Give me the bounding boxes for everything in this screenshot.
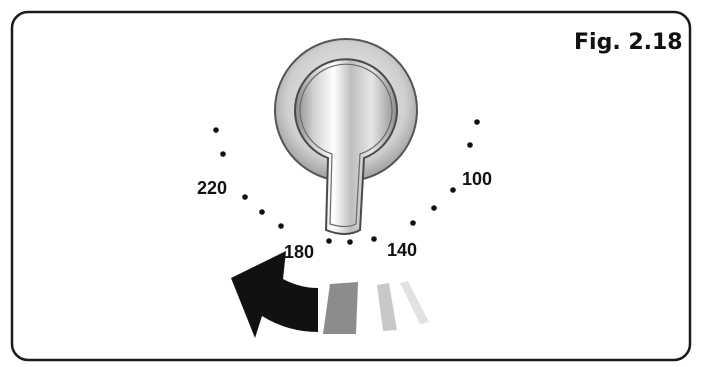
scale-label-180: 180 xyxy=(284,242,315,262)
scale-label-100: 100 xyxy=(462,169,493,189)
scale-dot xyxy=(474,119,480,125)
scale-dot xyxy=(410,220,416,226)
scale-dot xyxy=(220,151,226,157)
scale-dot xyxy=(242,194,248,200)
scale-label-140: 140 xyxy=(387,240,418,260)
scale-dot xyxy=(450,187,456,193)
scale-dot xyxy=(371,236,377,242)
intensity-bar-mid xyxy=(377,283,397,331)
direction-arrow-icon xyxy=(231,251,318,338)
scale-dot xyxy=(259,209,265,215)
figure-label: Fig. 2.18 xyxy=(574,30,683,55)
scale-dot xyxy=(326,238,332,244)
intensity-bar-light xyxy=(400,281,429,324)
scale-dot xyxy=(213,127,219,133)
intensity-bar-dark xyxy=(323,282,358,334)
scale-dot xyxy=(431,205,437,211)
knob-handle-inner xyxy=(299,63,393,228)
scale-label-220: 220 xyxy=(197,178,228,198)
knob-handle xyxy=(294,58,398,235)
scale-dot xyxy=(347,239,353,245)
scale-dots xyxy=(213,119,480,245)
scale-dot xyxy=(467,142,473,148)
scale-dot xyxy=(278,223,284,229)
